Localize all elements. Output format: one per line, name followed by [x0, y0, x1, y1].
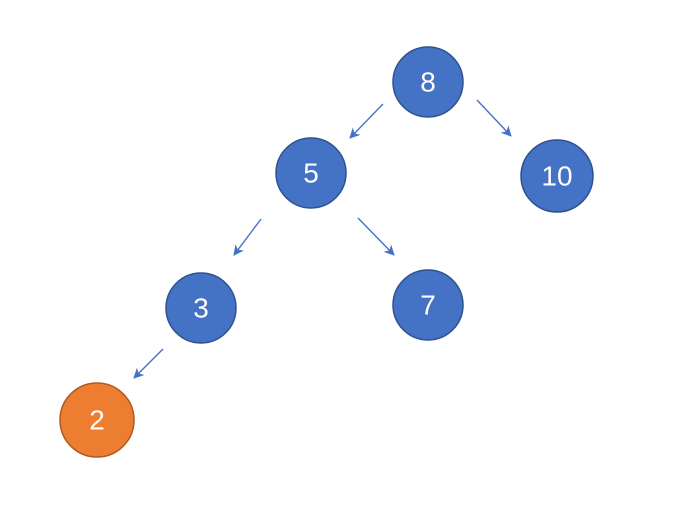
- tree-node-3: 3: [165, 272, 237, 344]
- edge-node-8-to-node-10: [476, 99, 512, 137]
- tree-node-3-label: 3: [193, 293, 209, 324]
- edge-node-3-to-node-2: [133, 348, 164, 379]
- edge-node-5-to-node-3: [233, 218, 262, 256]
- edge-node-8-to-node-5: [349, 103, 384, 139]
- edge-node-5-to-node-7: [357, 217, 395, 256]
- tree-node-8: 8: [392, 46, 464, 118]
- tree-node-7: 7: [392, 269, 464, 341]
- nodes-layer: 8 5 10 3 7 2: [59, 46, 594, 458]
- tree-node-7-circle: [392, 269, 464, 341]
- tree-node-10-circle: [520, 139, 594, 213]
- tree-node-2-circle: [59, 382, 135, 458]
- tree-node-2-label: 2: [89, 405, 105, 436]
- tree-node-10-label: 10: [541, 161, 572, 192]
- tree-node-2: 2: [59, 382, 135, 458]
- tree-node-5-circle: [275, 137, 347, 209]
- tree-node-3-circle: [165, 272, 237, 344]
- tree-node-5-label: 5: [303, 158, 319, 189]
- tree-node-5: 5: [275, 137, 347, 209]
- tree-node-8-label: 8: [420, 67, 436, 98]
- tree-node-10: 10: [520, 139, 594, 213]
- edges-layer: [133, 99, 512, 379]
- tree-node-7-label: 7: [420, 290, 436, 321]
- tree-node-8-circle: [392, 46, 464, 118]
